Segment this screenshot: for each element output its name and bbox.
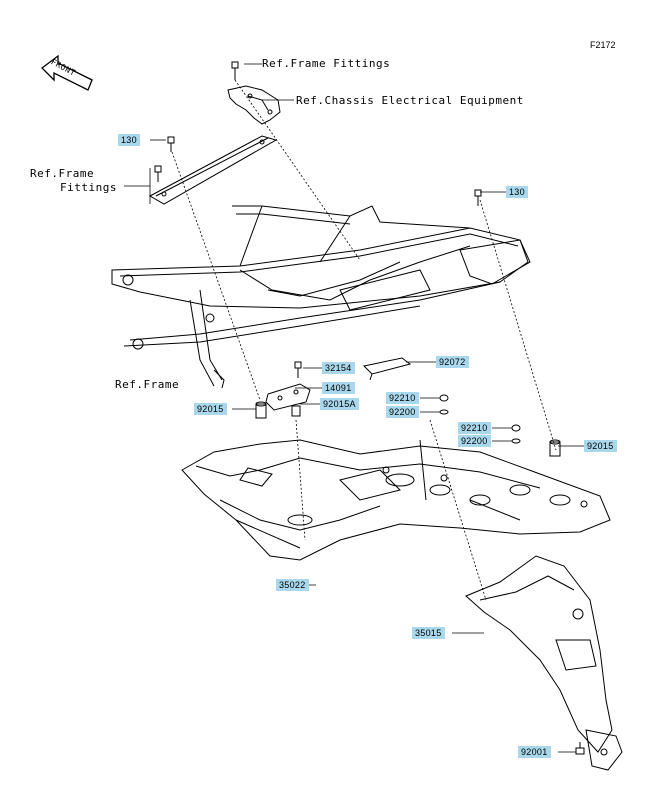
nut-92210b — [511, 424, 521, 432]
bracket-92072 — [362, 357, 412, 381]
collar-92015-left — [255, 401, 267, 419]
part-label-35022[interactable]: 35022 — [276, 579, 309, 591]
rear-fender-35015 — [465, 555, 623, 771]
part-label-130-left[interactable]: 130 — [118, 134, 140, 146]
bolt-92001 — [575, 742, 585, 755]
part-label-32154[interactable]: 32154 — [322, 362, 355, 374]
nut-92210a — [439, 394, 449, 402]
part-label-92015-left[interactable]: 92015 — [194, 403, 227, 415]
plate-14091 — [265, 383, 311, 411]
part-label-92072[interactable]: 92072 — [436, 356, 469, 368]
ref-frame-fittings-left-line1: Ref.Frame — [30, 167, 95, 180]
figure-code: F2172 — [590, 40, 616, 50]
part-label-14091[interactable]: 14091 — [322, 382, 355, 394]
ref-frame-fittings-top: Ref.Frame Fittings — [262, 57, 391, 70]
undertray-35022 — [181, 439, 611, 561]
washer-92200b — [511, 438, 521, 444]
bolt-32154 — [294, 361, 302, 378]
part-label-92210-lower[interactable]: 92210 — [458, 422, 491, 434]
collar-92015-right — [549, 439, 561, 457]
bolt-130-right — [474, 189, 482, 206]
part-label-92015A[interactable]: 92015A — [320, 398, 359, 410]
collar-92015A — [291, 405, 301, 417]
front-arrow-icon — [41, 54, 93, 91]
part-label-130-right[interactable]: 130 — [506, 186, 528, 198]
rear-frame — [111, 205, 531, 389]
bolt-130-left — [167, 136, 175, 152]
part-label-92200-lower[interactable]: 92200 — [458, 435, 491, 447]
seat-strap — [148, 135, 278, 205]
part-label-35015[interactable]: 35015 — [412, 627, 445, 639]
part-label-92200-upper[interactable]: 92200 — [386, 406, 419, 418]
top-bolt — [231, 61, 239, 80]
washer-92200a — [439, 409, 449, 415]
part-label-92015-right[interactable]: 92015 — [584, 440, 617, 452]
chassis-bracket — [227, 85, 281, 125]
part-label-92001[interactable]: 92001 — [518, 746, 551, 758]
ref-frame: Ref.Frame — [115, 378, 180, 391]
ref-chassis-electrical: Ref.Chassis Electrical Equipment — [296, 94, 524, 107]
part-label-92210-upper[interactable]: 92210 — [386, 392, 419, 404]
leader-lines — [124, 63, 584, 753]
small-bolt-left — [154, 165, 162, 182]
ref-frame-fittings-left-line2: Fittings — [60, 181, 117, 194]
